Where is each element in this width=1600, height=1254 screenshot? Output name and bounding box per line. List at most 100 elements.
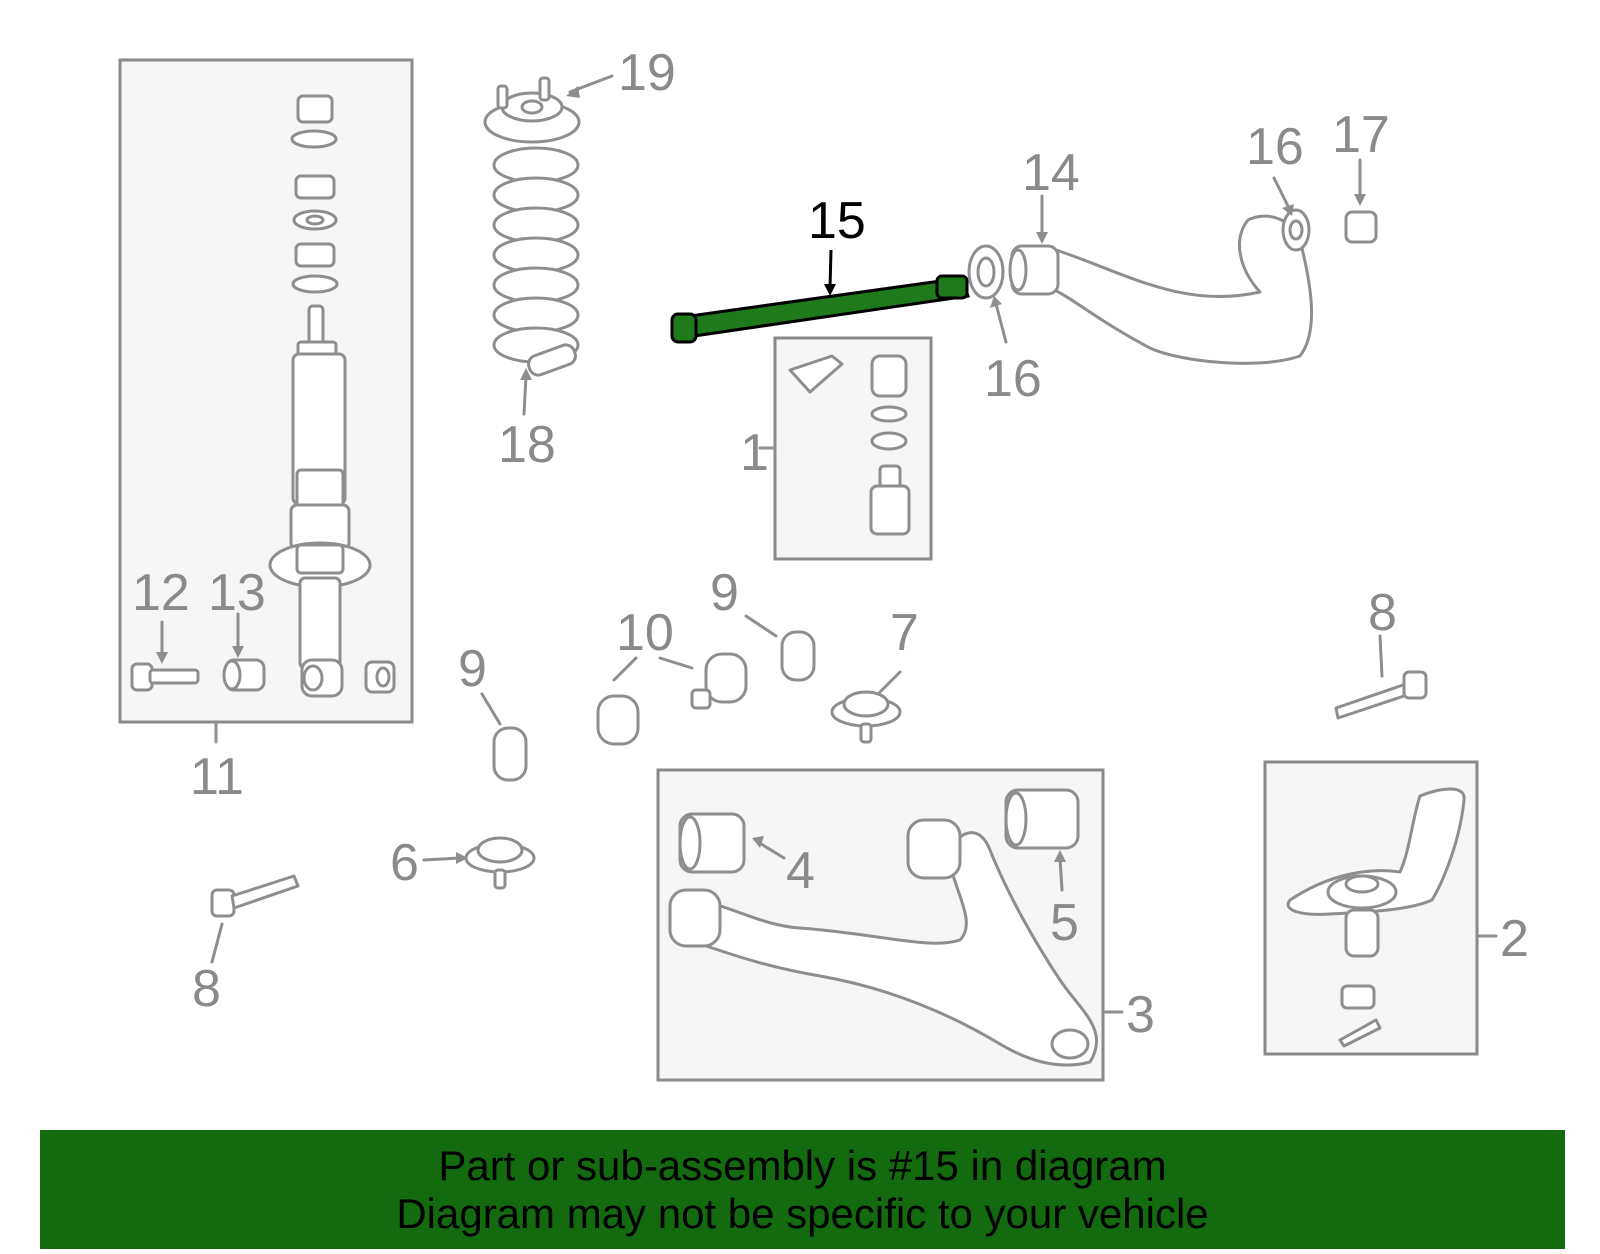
bumper-6-top xyxy=(476,836,524,864)
shock-bushing-upper xyxy=(294,174,336,200)
upper-arm-bushing-end xyxy=(1008,248,1028,292)
lower-arm-rear-eye xyxy=(906,818,962,880)
callout-15: 15 xyxy=(808,192,866,250)
callout-10: 10 xyxy=(616,604,674,662)
knuckle-group xyxy=(1263,760,1479,1056)
spring-end xyxy=(527,343,577,377)
callout-8-right: 8 xyxy=(1368,584,1397,642)
banner-line-1: Part or sub-assembly is #15 in diagram xyxy=(438,1142,1167,1189)
bumper-7-stud xyxy=(859,722,873,744)
leader-8-left xyxy=(210,922,224,964)
callout-14: 14 xyxy=(1022,144,1080,202)
callout-17: 17 xyxy=(1332,106,1390,164)
nut-17 xyxy=(1344,210,1378,244)
kit-clip xyxy=(870,431,908,451)
leader-10-a xyxy=(612,656,638,682)
arrow-16-a xyxy=(990,296,1002,308)
leader-16-b xyxy=(1272,176,1290,208)
shock-lower-washer xyxy=(291,274,339,294)
knuckle-flange-boss xyxy=(1344,874,1380,894)
bolt-12-shank xyxy=(148,668,200,685)
cam-9-right xyxy=(780,630,816,682)
callout-12: 12 xyxy=(132,564,190,622)
arrow-18 xyxy=(520,368,532,380)
knuckle-cotter-pin xyxy=(1338,1018,1382,1048)
bolt-8-left-shank xyxy=(230,874,300,910)
kit-ball-joint-body xyxy=(869,484,911,536)
arrow-4 xyxy=(752,836,764,848)
bushing-4-end xyxy=(678,815,702,871)
upper-arm-body xyxy=(1048,214,1314,365)
callout-11: 11 xyxy=(190,748,244,806)
knuckle-ball-stud xyxy=(1344,908,1380,958)
shock-body-lower xyxy=(298,576,342,670)
spring-seat-hole xyxy=(520,99,544,115)
arrow-14 xyxy=(1036,232,1048,244)
callout-7: 7 xyxy=(890,604,919,662)
callout-1: 1 xyxy=(740,424,769,482)
leader-10-b xyxy=(658,656,694,670)
part-15-bolt[interactable] xyxy=(670,274,970,344)
bolt-15-head[interactable] xyxy=(670,312,698,344)
leader-15 xyxy=(828,249,833,289)
loose-hardware-group xyxy=(210,630,1428,918)
bolt-15-thread-end[interactable] xyxy=(935,274,969,300)
shock-bushing-lower xyxy=(294,242,336,268)
leader-18 xyxy=(522,374,528,416)
callout-9-left: 9 xyxy=(458,640,487,698)
shock-seat-collar xyxy=(295,543,345,575)
bolt-8-right-head xyxy=(1402,670,1428,700)
washer-16-b-hole xyxy=(1288,219,1304,241)
shock-eye-hole xyxy=(302,664,324,692)
cam-10-b-bolt xyxy=(690,688,712,710)
callout-2: 2 xyxy=(1500,910,1529,968)
lower-control-arm-group xyxy=(656,768,1105,1082)
arrow-13 xyxy=(232,646,244,658)
callout-16-top: 16 xyxy=(1246,118,1304,176)
kit-ring xyxy=(870,405,908,423)
leader-9-right xyxy=(744,614,778,638)
bushing-5-end xyxy=(1004,791,1028,847)
leader-8-right xyxy=(1378,634,1384,678)
callout-3: 3 xyxy=(1126,986,1155,1044)
leader-6 xyxy=(422,856,462,862)
leader-5 xyxy=(1058,856,1064,892)
washer-16-a-hole xyxy=(976,256,996,288)
leader-7 xyxy=(876,670,902,696)
bumper-6-stud xyxy=(493,868,507,890)
bushing-13-end xyxy=(222,659,242,691)
ball-joint-kit-group xyxy=(773,336,933,561)
shock-washer-hole xyxy=(305,214,325,226)
cam-9-left xyxy=(492,726,528,782)
callout-5: 5 xyxy=(1050,894,1079,952)
shock-nut-hole xyxy=(375,666,391,688)
shock-top-washer xyxy=(290,129,338,149)
callout-4: 4 xyxy=(786,842,815,900)
shock-assembly-box xyxy=(118,58,414,724)
callout-8-left: 8 xyxy=(192,960,221,1018)
arrow-19 xyxy=(566,86,580,98)
kit-boot xyxy=(870,354,908,398)
arrow-5 xyxy=(1054,850,1066,862)
callout-18: 18 xyxy=(498,416,556,474)
upper-control-arm-group xyxy=(967,208,1378,365)
shock-absorber-group xyxy=(118,58,414,724)
kit-cotter-pin xyxy=(788,354,844,394)
callout-13: 13 xyxy=(208,564,266,622)
lower-arm-front-eye xyxy=(668,888,722,948)
banner-line-2: Diagram may not be specific to your vehi… xyxy=(396,1190,1209,1237)
callout-19: 19 xyxy=(618,44,676,102)
arrow-16-b xyxy=(1282,204,1294,216)
shock-top-nut xyxy=(296,94,334,124)
spring-seat-stud-2 xyxy=(538,76,551,102)
lower-arm-ball-mount xyxy=(1050,1028,1090,1060)
arrow-15 xyxy=(824,284,836,296)
arrow-17 xyxy=(1354,194,1366,206)
bolt-8-left-head xyxy=(210,888,236,918)
bumper-7-top xyxy=(842,690,890,718)
spring-seat-stud-1 xyxy=(496,84,509,110)
cam-10-b xyxy=(704,652,748,704)
bolt-8-right-shank xyxy=(1334,682,1412,720)
